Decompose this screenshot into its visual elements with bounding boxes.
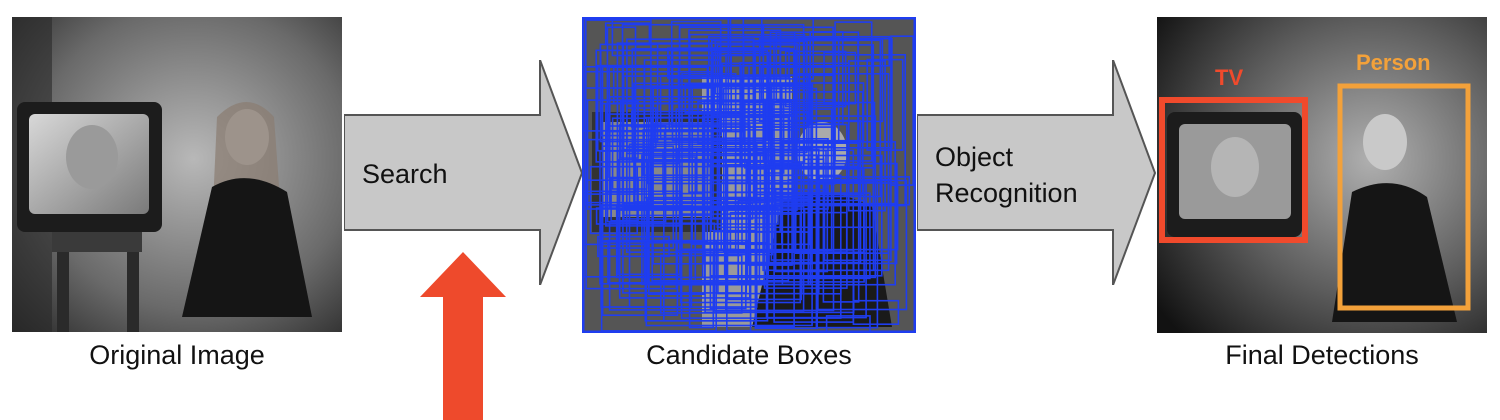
candidate-box bbox=[584, 19, 652, 206]
candidate-box bbox=[708, 35, 891, 67]
candidate-box bbox=[688, 251, 715, 329]
candidate-box bbox=[679, 213, 802, 304]
candidate-box bbox=[754, 154, 818, 330]
candidate-box bbox=[847, 60, 886, 212]
tv-detection-label: TV bbox=[1215, 65, 1244, 90]
recognition-arrow-label-line2: Recognition bbox=[935, 178, 1078, 208]
candidate-box bbox=[607, 239, 749, 284]
candidate-box bbox=[611, 117, 648, 190]
candidate-box bbox=[762, 204, 875, 272]
candidate-boxes-caption: Candidate Boxes bbox=[646, 340, 852, 370]
candidate-box bbox=[607, 113, 744, 133]
candidate-box bbox=[618, 124, 751, 299]
recognition-arrow bbox=[917, 60, 1157, 285]
tv-detection-box bbox=[1159, 97, 1308, 243]
candidate-box bbox=[606, 125, 667, 223]
candidate-box bbox=[612, 66, 680, 105]
candidate-box bbox=[763, 98, 785, 174]
original-scene bbox=[12, 17, 342, 332]
candidate-box bbox=[589, 165, 639, 235]
search-arrow bbox=[344, 60, 584, 285]
final-scene bbox=[1157, 17, 1487, 333]
candidate-box bbox=[767, 192, 871, 280]
candidate-box bbox=[652, 85, 812, 265]
candidate-box bbox=[606, 26, 637, 193]
person-detection-label: Person bbox=[1356, 50, 1431, 75]
candidate-box bbox=[621, 23, 805, 208]
candidate-box-group bbox=[582, 17, 916, 333]
final-detections-caption: Final Detections bbox=[1225, 340, 1419, 370]
candidate-box bbox=[755, 187, 795, 328]
candidate-scene bbox=[582, 17, 916, 333]
candidate-box bbox=[671, 49, 769, 142]
highlight-up-arrow bbox=[420, 252, 506, 420]
candidate-box bbox=[773, 162, 898, 205]
candidate-box bbox=[744, 101, 876, 169]
candidate-box bbox=[595, 207, 779, 225]
candidate-box bbox=[711, 39, 859, 182]
search-arrow-label: Search bbox=[362, 159, 448, 189]
original-image-caption: Original Image bbox=[89, 340, 265, 370]
candidate-box bbox=[822, 142, 860, 303]
recognition-arrow-label-line1: Object bbox=[935, 142, 1014, 172]
person-detection-box bbox=[1337, 83, 1471, 311]
candidate-box bbox=[770, 193, 811, 261]
candidate-box bbox=[626, 38, 755, 204]
candidate-box bbox=[709, 239, 747, 310]
candidate-box bbox=[619, 100, 639, 159]
final-detections-photo bbox=[1157, 17, 1487, 333]
candidate-box bbox=[760, 66, 836, 101]
candidate-box bbox=[585, 179, 678, 290]
candidate-box bbox=[758, 38, 884, 123]
candidate-box bbox=[582, 17, 916, 333]
candidate-box bbox=[622, 165, 748, 294]
candidate-box bbox=[704, 249, 855, 314]
candidate-box bbox=[601, 145, 675, 249]
candidate-box bbox=[890, 35, 914, 186]
candidate-box bbox=[597, 235, 670, 258]
candidate-box bbox=[689, 33, 806, 163]
candidate-box bbox=[651, 116, 790, 282]
candidate-box bbox=[823, 51, 857, 105]
original-image-photo bbox=[12, 17, 342, 332]
candidate-box bbox=[610, 177, 639, 222]
candidate-boxes-photo bbox=[582, 17, 916, 333]
candidate-box bbox=[716, 44, 875, 229]
candidate-box bbox=[631, 48, 795, 162]
candidate-box bbox=[608, 222, 716, 311]
candidate-box bbox=[662, 149, 705, 195]
